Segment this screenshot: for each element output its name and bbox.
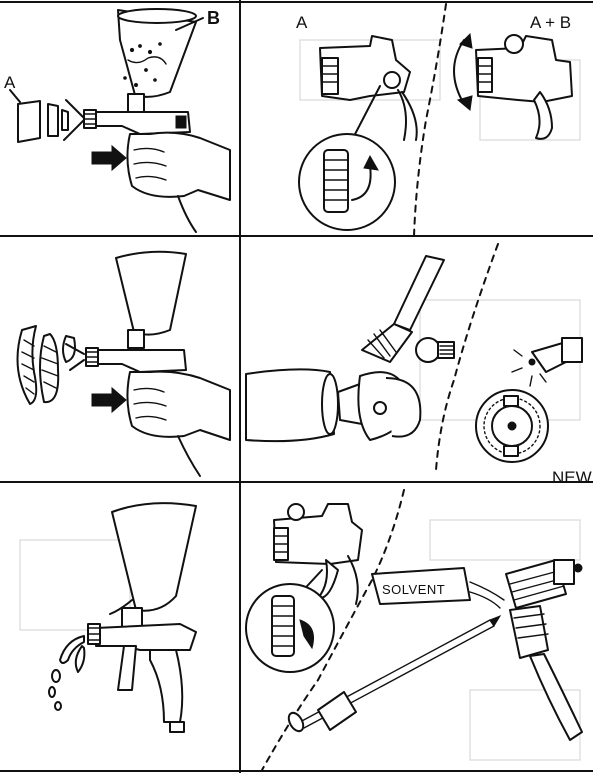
- panel-5-leaking-gun: [49, 503, 196, 732]
- panel-6-solvent-cleaning: SOLVENT: [246, 490, 582, 770]
- label-a: A: [296, 13, 308, 32]
- label-b: B: [207, 8, 220, 28]
- gun-body: [94, 350, 186, 372]
- press-arrow: [92, 146, 126, 170]
- paint-cup: [112, 503, 196, 611]
- label-solvent: SOLVENT: [382, 582, 445, 597]
- label-a: A: [4, 73, 16, 92]
- gun-handle: [150, 650, 182, 722]
- hand: [127, 133, 230, 200]
- panel-1-spray-gun-pattern: B A: [4, 8, 230, 232]
- panel-2-adjustment: A A + B: [296, 4, 572, 236]
- label-new: NEW: [552, 468, 592, 487]
- hand: [127, 372, 230, 440]
- gun-body: [92, 112, 190, 134]
- brush: [394, 256, 444, 330]
- gun-body: [96, 624, 196, 650]
- label-a-plus-b: A + B: [530, 13, 571, 32]
- press-arrow: [92, 388, 126, 412]
- paint-cup: [116, 252, 186, 335]
- panel-4-cleaning-aircap: NEW: [246, 244, 592, 487]
- panel-3-faulty-patterns: [18, 252, 231, 476]
